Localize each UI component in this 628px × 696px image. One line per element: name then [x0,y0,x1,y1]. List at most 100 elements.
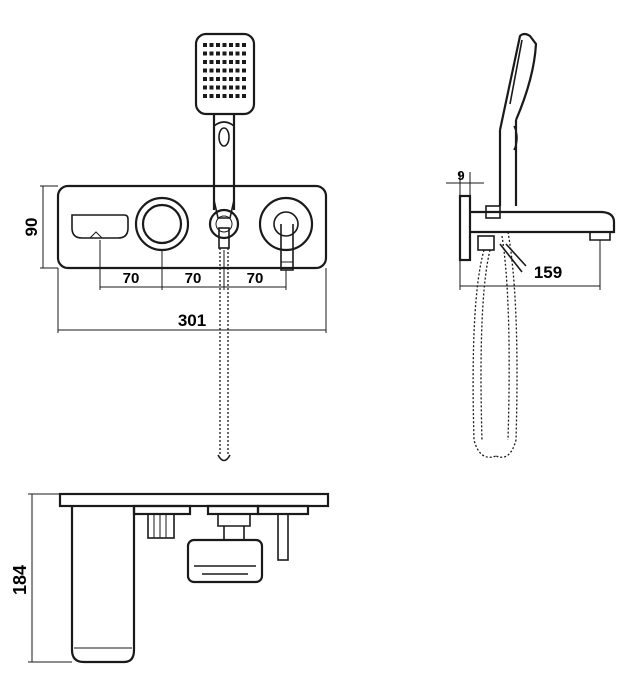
spray-nozzle [216,68,220,73]
spray-nozzle [229,68,233,73]
spray-nozzle [229,60,233,64]
dim-front-height: 90 [22,218,41,237]
spray-nozzle [235,60,240,64]
front-mixer-inner [273,211,299,237]
spray-nozzle [235,43,240,47]
spray-nozzle [216,43,220,47]
front-mixer-handle-tip [281,261,293,271]
spray-nozzle [229,94,233,98]
spray-nozzle [203,77,207,81]
spray-nozzle [242,77,246,81]
front-handshower-button [218,127,230,147]
top-diverter-connector [147,513,175,539]
top-handshower-head [186,538,264,584]
spray-nozzle [222,43,227,47]
spray-nozzle [216,77,220,81]
spray-nozzle [209,60,214,64]
top-holder-body [206,504,260,516]
spray-nozzle [222,68,227,73]
side-holder [485,205,501,219]
side-handshower-handle [498,120,518,206]
spray-nozzle [235,68,240,73]
spray-nozzle [229,77,233,81]
spray-nozzle [209,51,214,56]
front-handshower-neck [212,114,236,210]
spray-nozzle [209,77,214,81]
spray-nozzle [235,85,240,90]
spray-nozzle [209,94,214,98]
side-view [458,32,616,458]
front-dimensions: 90 70 70 70 301 [22,185,327,333]
front-mixer-outer [258,196,314,252]
dim-spacing-2: 70 [185,270,202,287]
spray-nozzle [203,43,207,47]
spray-nozzle [222,94,227,98]
spray-nozzle [242,85,246,90]
dim-side-offset: 9 [457,168,464,183]
front-wall-plate [56,184,328,270]
top-diverter-connector-lines [153,514,167,538]
spray-nozzle [242,51,246,56]
spray-nozzle [216,60,220,64]
front-handshower-head [194,32,256,116]
spray-nozzle [242,68,246,73]
spray-nozzle [235,77,240,81]
spray-nozzle [222,77,227,81]
top-mixer-lever [277,513,289,561]
top-spout [70,506,136,664]
side-handshower-head [498,32,538,131]
front-handshower-neck-top [213,121,235,127]
top-holder-stem [217,514,251,541]
spray-nozzle [203,94,207,98]
spray-nozzle [203,85,207,90]
spray-nozzle [229,43,233,47]
top-diverter-body [132,504,192,516]
top-view [58,492,330,664]
side-hose-a [472,249,497,458]
front-diverter-inner [141,203,183,245]
spray-nozzle [235,51,240,56]
front-mixer-handle [280,224,294,271]
side-dimensions: 9 159 [446,168,601,290]
front-view [56,32,328,462]
spray-nozzle [216,94,220,98]
front-hose-end [217,454,231,462]
front-hose-connector [218,227,230,249]
spray-nozzle [235,94,240,98]
dim-top-depth: 184 [10,565,30,595]
spray-nozzle [203,68,207,73]
top-handshower-face [194,565,256,575]
side-hose-c [480,249,491,441]
spray-nozzle [242,60,246,64]
spray-nozzle [222,51,227,56]
top-mixer-body [256,504,310,516]
spray-nozzle [222,60,227,64]
side-hose-d [501,235,510,441]
dim-total-width: 301 [178,311,206,330]
spray-nozzle [203,51,207,56]
side-handshower-button [513,125,518,151]
front-handshower-cone [213,199,235,219]
spray-nozzle [216,85,220,90]
dim-spacing-1: 70 [123,270,140,287]
spray-nozzle [229,51,233,56]
dim-spout-reach: 159 [534,263,562,282]
front-spout-slot [71,214,129,239]
top-dimensions: 184 [10,493,72,663]
top-wall-plate [58,492,330,508]
front-holder-ring-inner [215,215,233,233]
side-handshower-face [509,39,523,105]
side-spout-body [470,210,616,234]
spray-nozzle [242,43,246,47]
side-hose-b [495,231,518,458]
spray-nozzle [242,94,246,98]
front-spout-outlet [88,231,104,239]
front-holder-ring [208,208,240,240]
spray-nozzle [209,85,214,90]
front-spray-nozzles [203,43,246,98]
side-spout-outlet [589,232,611,241]
spray-nozzle [229,85,233,90]
spray-nozzle [203,60,207,64]
spray-nozzle [216,51,220,56]
